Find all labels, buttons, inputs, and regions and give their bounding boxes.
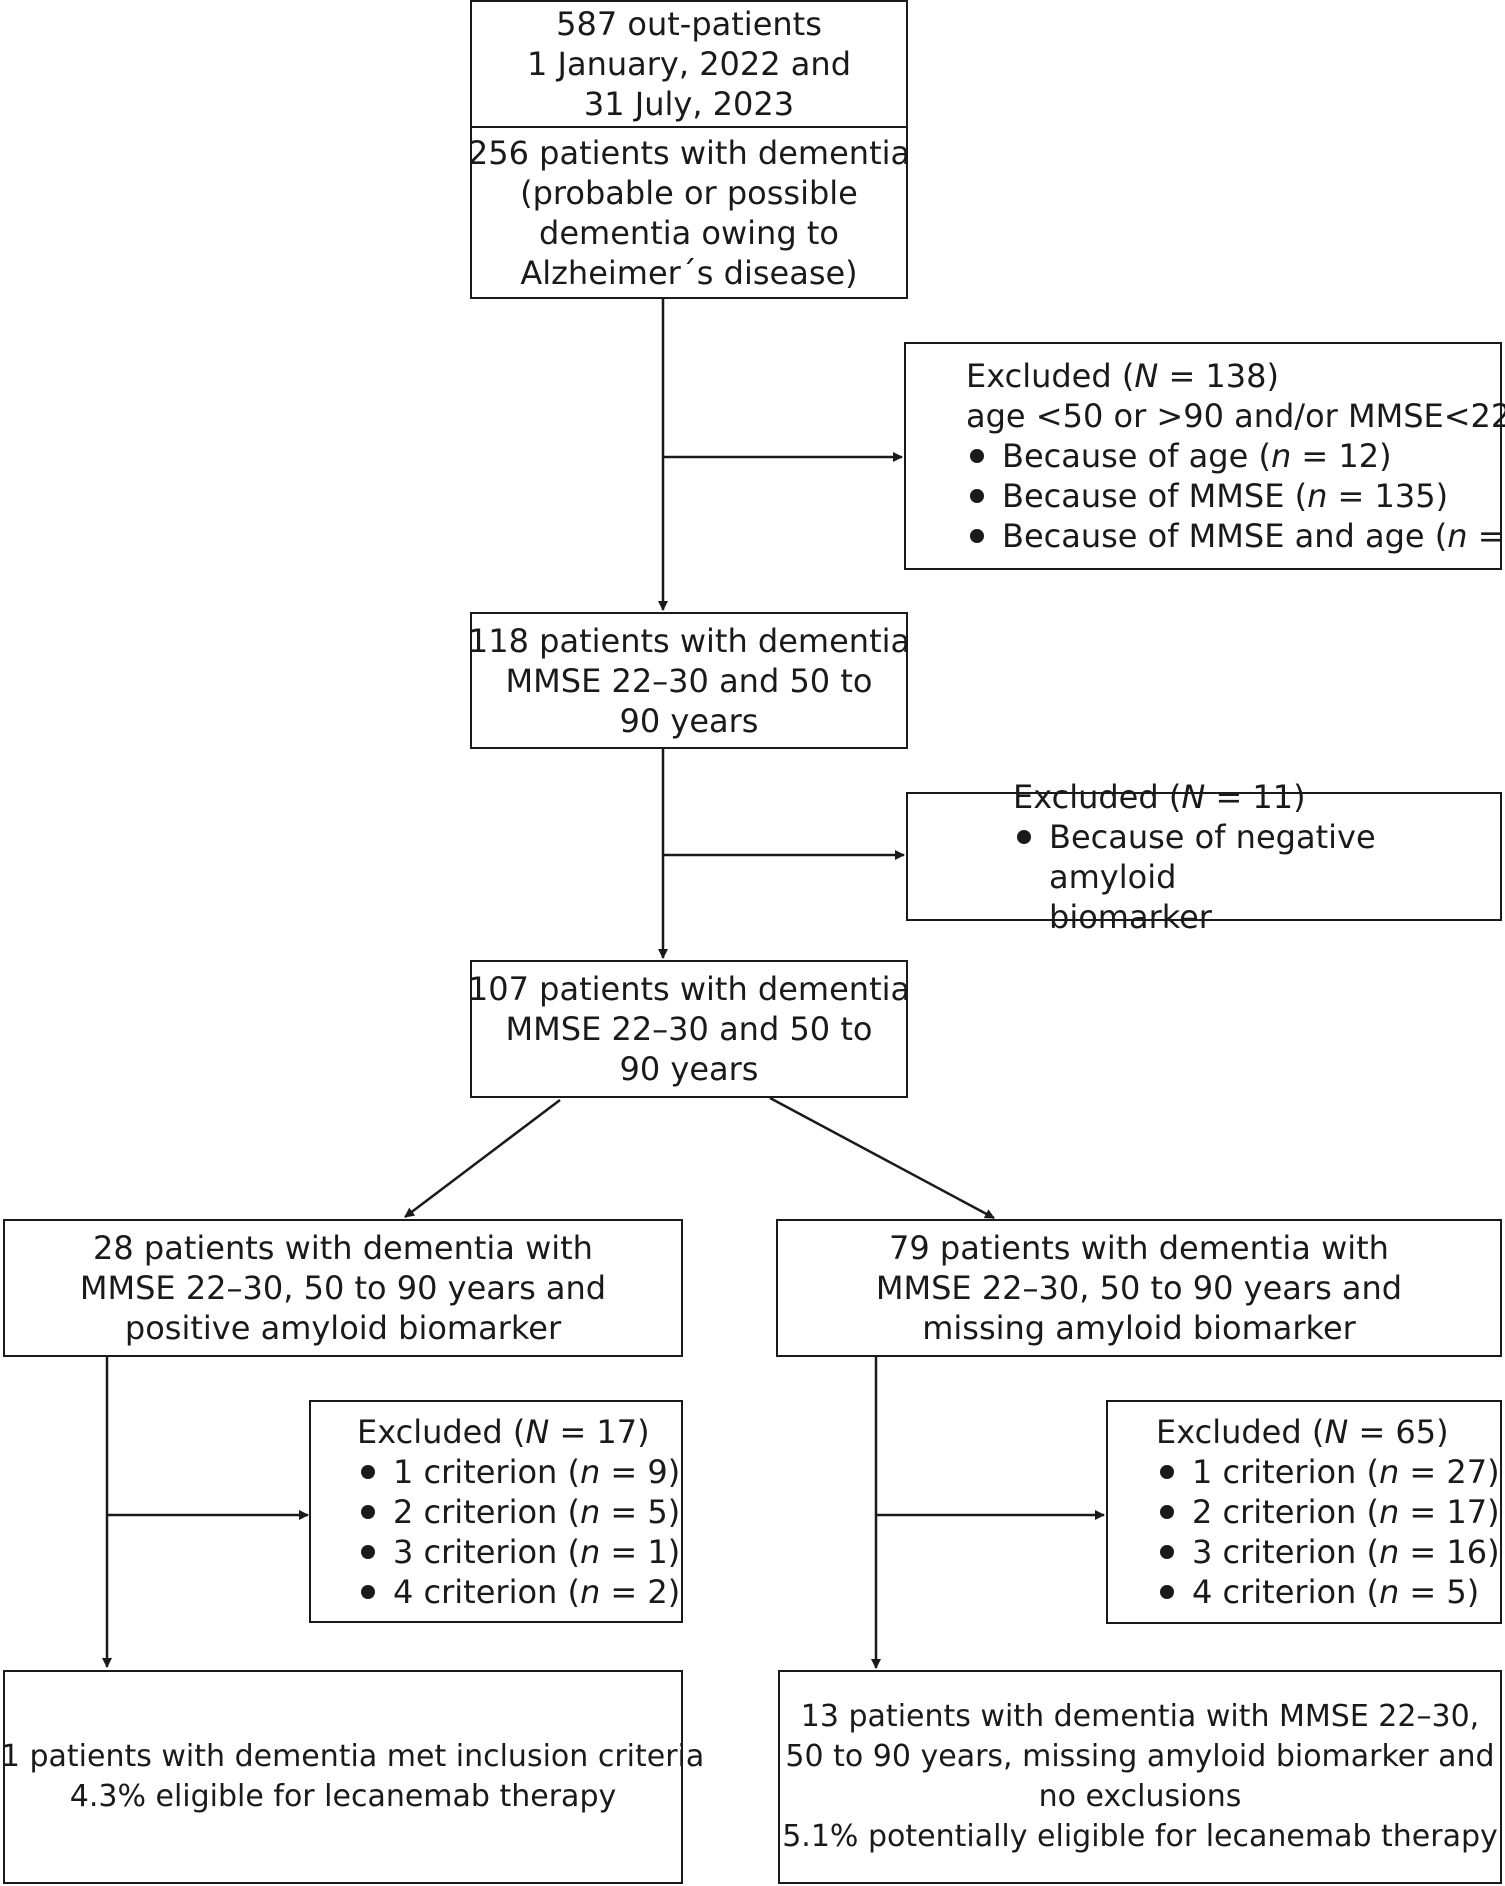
- bullet-icon: [970, 529, 984, 543]
- box-line: 31 July, 2023: [583, 85, 795, 123]
- box-excluded-17: Excluded (N = 17) 1 criterion (n = 9) 2 …: [309, 1400, 683, 1623]
- box-line: (probable or possible: [520, 173, 858, 212]
- bullet-icon: [1160, 1505, 1174, 1519]
- box-line: 11 patients with dementia met inclusion …: [0, 1739, 705, 1774]
- box-line: 4.3% eligible for lecanemab therapy: [69, 1779, 617, 1814]
- box-dementia-118: 118 patients with dementia MMSE 22–30 an…: [467, 612, 911, 749]
- box-line: 90 years: [619, 701, 759, 740]
- excluded-list: Because of age (n = 12) Because of MMSE …: [966, 436, 1505, 556]
- box-line: dementia owing to: [539, 213, 839, 252]
- box-excluded-138: Excluded (N = 138) age <50 or >90 and/or…: [904, 342, 1505, 570]
- box-dementia-107: 107 patients with dementia MMSE 22–30 an…: [467, 960, 911, 1098]
- excluded-title: Excluded (N = 11): [1013, 777, 1306, 816]
- bullet-icon: [361, 1464, 375, 1479]
- box-line: 107 patients with dementia: [467, 970, 911, 1008]
- list-item: Because of MMSE (n = 135): [966, 476, 1500, 516]
- box-final-13: 13 patients with dementia with MMSE 22–3…: [778, 1670, 1502, 1884]
- list-item: Because of MMSE and age (n = 9): [966, 516, 1505, 556]
- box-line: 1 January, 2022 and: [527, 45, 851, 83]
- bullet-icon: [970, 449, 984, 463]
- excluded-subtitle: age <50 or >90 and/or MMSE<22: [966, 397, 1505, 435]
- box-dementia-256: 256 patients with dementia (probable or …: [467, 126, 911, 299]
- list-item: 1 criterion (n = 9): [357, 1452, 681, 1492]
- list-item: 3 criterion (n = 1): [357, 1532, 681, 1572]
- list-item: 2 criterion (n = 17): [1156, 1492, 1500, 1532]
- arrow-107-to-79: [769, 1096, 995, 1220]
- box-line: 13 patients with dementia with MMSE 22–3…: [800, 1699, 1480, 1734]
- box-excluded-11: Excluded (N = 11) Because of negative am…: [906, 778, 1502, 936]
- box-line: 5.1% potentially eligible for lecanemab …: [782, 1819, 1498, 1854]
- box-line: 79 patients with dementia with: [889, 1229, 1389, 1267]
- box-line: 118 patients with dementia: [467, 621, 911, 660]
- excluded-list: 1 criterion (n = 27) 2 criterion (n = 17…: [1156, 1452, 1500, 1612]
- arrow-107-to-28: [404, 1099, 561, 1218]
- excluded-title: Excluded (N = 138): [966, 357, 1279, 395]
- bullet-icon: [361, 1544, 375, 1559]
- bullet-icon: [1160, 1465, 1174, 1479]
- box-positive-28: 28 patients with dementia with MMSE 22–3…: [3, 1219, 683, 1357]
- excluded-title: Excluded (N = 65): [1156, 1413, 1449, 1451]
- bullet-icon: [1017, 829, 1031, 844]
- bullet-icon: [1160, 1545, 1174, 1559]
- bullet-icon: [970, 489, 984, 503]
- box-excluded-65: Excluded (N = 65) 1 criterion (n = 27) 2…: [1106, 1400, 1502, 1624]
- excluded-list: 1 criterion (n = 9) 2 criterion (n = 5) …: [357, 1452, 681, 1612]
- box-line: Alzheimer´s disease): [520, 253, 858, 292]
- box-line: MMSE 22–30 and 50 to: [505, 661, 873, 700]
- box-final-11: 11 patients with dementia met inclusion …: [0, 1670, 704, 1884]
- box-missing-79: 79 patients with dementia with MMSE 22–3…: [776, 1219, 1502, 1357]
- list-item: 2 criterion (n = 5): [357, 1492, 681, 1532]
- box-line: MMSE 22–30, 50 to 90 years and: [875, 1269, 1403, 1307]
- box-line: 50 to 90 years, missing amyloid biomarke…: [785, 1739, 1495, 1774]
- box-line: 587 out-patients: [556, 5, 822, 43]
- box-outpatients: 587 out-patients 1 January, 2022 and 31 …: [470, 0, 908, 128]
- bullet-icon: [1160, 1585, 1174, 1599]
- list-item: Because of age (n = 12): [966, 436, 1500, 476]
- box-line: missing amyloid biomarker: [922, 1309, 1356, 1347]
- box-line: positive amyloid biomarker: [124, 1309, 562, 1347]
- excluded-title: Excluded (N = 17): [357, 1412, 650, 1451]
- list-item: 3 criterion (n = 16): [1156, 1532, 1500, 1572]
- list-item: 4 criterion (n = 2): [357, 1572, 681, 1612]
- box-line: 90 years: [619, 1050, 759, 1088]
- bullet-icon: [361, 1504, 375, 1519]
- bullet-icon: [361, 1584, 375, 1599]
- box-line: MMSE 22–30, 50 to 90 years and: [79, 1269, 607, 1307]
- box-line: 28 patients with dementia with: [93, 1229, 593, 1267]
- list-item: 1 criterion (n = 27): [1156, 1452, 1500, 1492]
- box-line: no exclusions: [1038, 1779, 1242, 1814]
- list-item: 4 criterion (n = 5): [1156, 1572, 1500, 1612]
- box-line: MMSE 22–30 and 50 to: [505, 1010, 873, 1048]
- box-line: 256 patients with dementia: [467, 133, 911, 172]
